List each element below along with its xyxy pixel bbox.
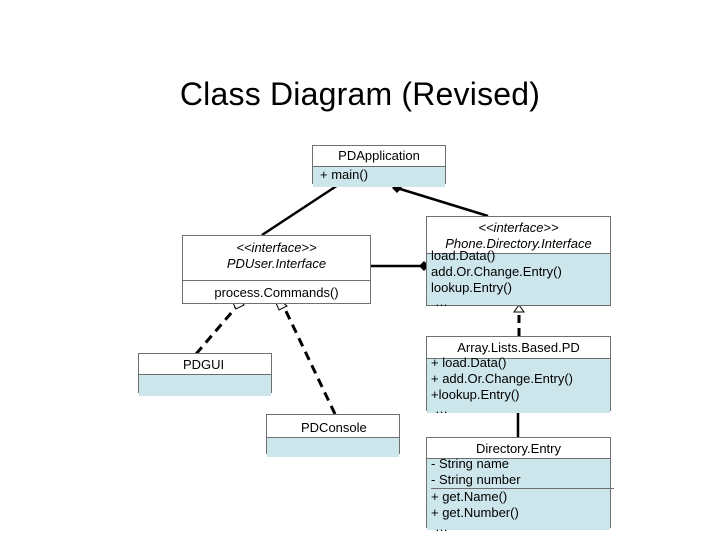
class-pdconsole-body	[267, 437, 399, 457]
class-phonedirectoryinterface-member-4: …	[435, 294, 448, 309]
class-directoryentry: Directory.Entry - String name - String n…	[426, 437, 614, 534]
class-phonedirectoryinterface-header: <<interface>> Phone.Directory.Interface	[427, 217, 610, 253]
class-pduserinterface-members: process.Commands()	[183, 280, 370, 305]
class-arraylistsbasedpd: Array.Lists.Based.PD + load.Data() + add…	[426, 336, 611, 416]
class-pdgui-body	[139, 374, 271, 396]
class-directoryentry-member-1: - String name	[431, 456, 510, 471]
slide-title: Class Diagram (Revised)	[179, 76, 541, 112]
class-arraylistsbasedpd-member-3: +lookup.Entry()	[431, 387, 520, 402]
class-pdapplication-member: + main()	[320, 167, 369, 182]
class-phonedirectoryinterface-member-3: lookup.Entry()	[431, 280, 512, 295]
class-pduserinterface-name: PDUser.Interface	[226, 256, 327, 271]
class-directoryentry-name: Directory.Entry	[427, 438, 610, 458]
class-pdapplication-name: PDApplication	[313, 146, 445, 166]
class-pduserinterface-header: <<interface>> PDUser.Interface	[183, 236, 370, 280]
class-arraylistsbasedpd-member-2: + add.Or.Change.Entry()	[431, 371, 573, 386]
class-directoryentry-member-2: - String number	[431, 472, 521, 487]
class-phonedirectoryinterface-member-2: add.Or.Change.Entry()	[431, 264, 562, 279]
class-pdgui: PDGUI	[138, 353, 272, 396]
class-phonedirectoryinterface-members: load.Data() add.Or.Change.Entry() lookup…	[427, 248, 610, 309]
class-directoryentry-member-5: …	[435, 519, 448, 534]
realization-pdconsole-to-pduserinterface	[282, 306, 337, 415]
class-pduserinterface-member: process.Commands()	[214, 285, 339, 300]
class-pduserinterface: <<interface>> PDUser.Interface process.C…	[182, 235, 371, 304]
class-arraylistsbasedpd-name: Array.Lists.Based.PD	[427, 337, 610, 358]
realization-arrowhead-arraylists	[513, 304, 525, 313]
class-pdconsole: PDConsole	[266, 414, 400, 457]
class-phonedirectoryinterface-name: Phone.Directory.Interface	[445, 236, 592, 251]
class-pdgui-name: PDGUI	[139, 354, 271, 374]
class-arraylistsbasedpd-member-4: …	[435, 401, 448, 416]
class-pduserinterface-stereotype: <<interface>>	[236, 240, 317, 255]
class-pdapplication-members: + main()	[313, 166, 445, 187]
class-pdapplication: PDApplication + main()	[312, 145, 446, 187]
class-pdconsole-name: PDConsole	[267, 415, 399, 437]
association-app-to-pduserinterface	[261, 183, 339, 237]
class-phonedirectoryinterface-member-1: load.Data()	[431, 248, 496, 263]
class-directoryentry-member-4: + get.Number()	[431, 505, 519, 520]
class-arraylistsbasedpd-members: + load.Data() + add.Or.Change.Entry() +l…	[427, 355, 610, 416]
class-directoryentry-members: - String name - String number + get.Name…	[427, 456, 614, 534]
realization-pdgui-to-pduserinterface	[194, 304, 240, 355]
class-arraylistsbasedpd-member-1: + load.Data()	[431, 355, 507, 370]
class-phonedirectoryinterface-stereotype: <<interface>>	[478, 220, 559, 235]
class-phonedirectoryinterface: <<interface>> Phone.Directory.Interface …	[426, 216, 611, 309]
association-app-to-phonedirectoryinterface	[396, 186, 489, 218]
class-directoryentry-member-3: + get.Name()	[431, 488, 614, 505]
